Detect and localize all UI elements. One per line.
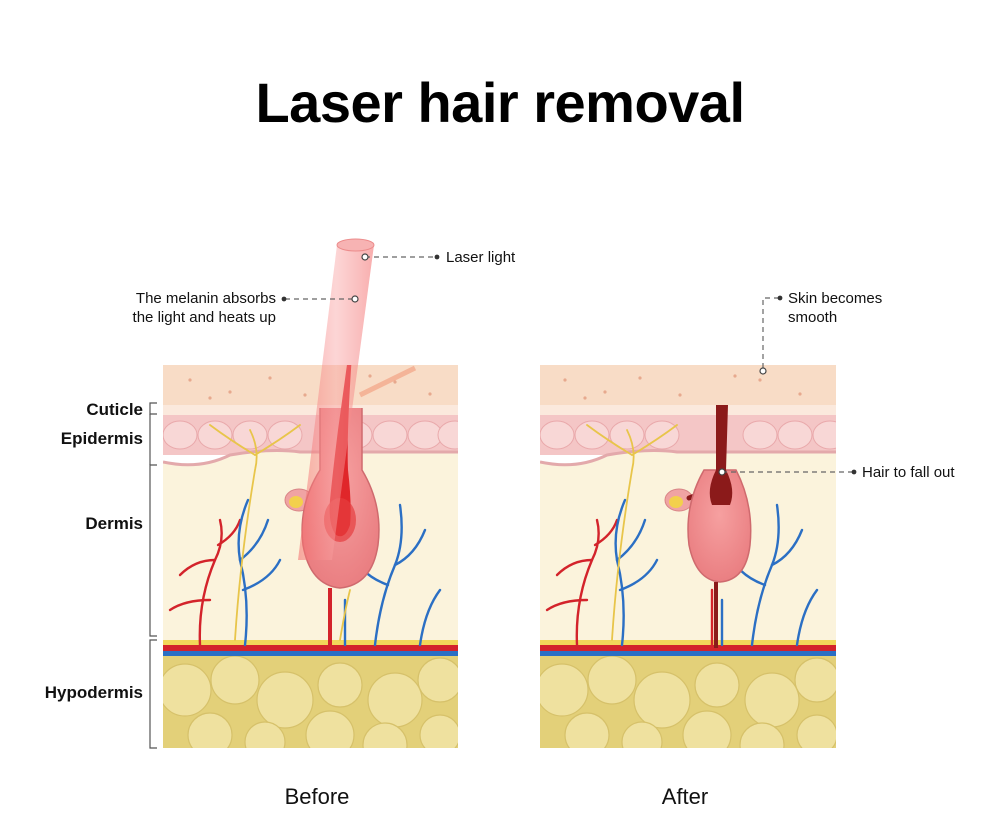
callout-hair-fall: Hair to fall out bbox=[862, 464, 955, 481]
after-fat-cells bbox=[540, 655, 836, 748]
callout-laser-light: Laser light bbox=[446, 249, 516, 266]
callout-melanin: The melanin absorbs the light and heats … bbox=[96, 289, 276, 327]
layer-scale-bracket bbox=[149, 402, 157, 749]
after-skin-panel bbox=[540, 365, 836, 748]
after-arteries bbox=[545, 518, 714, 647]
before-nerve-band bbox=[163, 640, 458, 645]
before-fat-cells bbox=[163, 655, 458, 748]
before-vein-band bbox=[163, 651, 458, 656]
after-hair-follicle bbox=[687, 469, 752, 583]
page-title: Laser hair removal bbox=[255, 71, 745, 134]
callout-skin-smooth: Skin becomes smooth bbox=[788, 289, 882, 327]
label-epidermis: Epidermis bbox=[60, 429, 143, 448]
callout-melanin-line2: the light and heats up bbox=[132, 309, 276, 326]
label-hypodermis: Hypodermis bbox=[44, 683, 143, 702]
before-cuticle-band bbox=[163, 405, 458, 415]
callout-skin-smooth-line2: smooth bbox=[788, 309, 838, 326]
caption-after: After bbox=[661, 784, 709, 809]
after-epidermis-cells bbox=[540, 420, 836, 450]
callout-dots bbox=[281, 253, 857, 476]
after-nerves bbox=[586, 424, 678, 641]
after-hair-shaft bbox=[709, 405, 733, 505]
label-cuticle: Cuticle bbox=[86, 400, 143, 419]
laser-beam bbox=[298, 238, 417, 560]
callout-skin-smooth-line1: Skin becomes bbox=[788, 290, 883, 307]
after-skin-dots bbox=[563, 374, 802, 400]
callout-leaders bbox=[285, 256, 853, 473]
before-skin-dots bbox=[188, 374, 432, 400]
caption-before: Before bbox=[284, 784, 350, 809]
before-nerves bbox=[209, 424, 351, 641]
after-dermis-layer bbox=[540, 450, 836, 648]
skin-smooth-leader bbox=[762, 297, 779, 371]
label-dermis: Dermis bbox=[85, 514, 143, 533]
callout-melanin-line1: The melanin absorbs bbox=[135, 290, 276, 307]
before-artery-band bbox=[163, 645, 458, 651]
before-epidermis-cells bbox=[163, 420, 458, 450]
